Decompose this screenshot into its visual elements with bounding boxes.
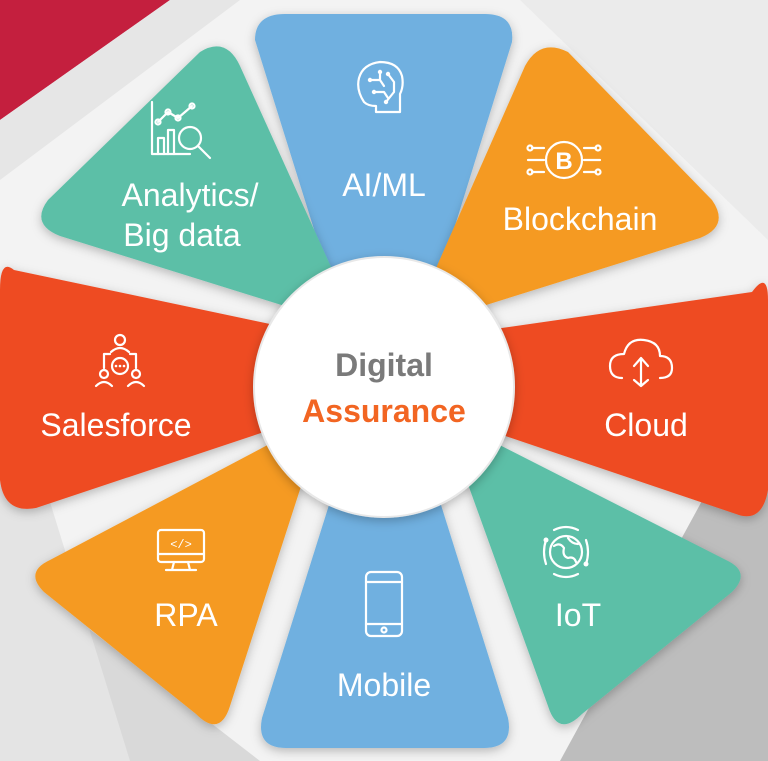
aiml-label: AI/ML xyxy=(342,167,426,203)
analytics-label-line2: Big data xyxy=(123,217,241,253)
globe-network-icon xyxy=(542,525,590,579)
iot-label: IoT xyxy=(555,597,601,633)
segment-cloud[interactable]: Cloud xyxy=(460,282,768,517)
blockchain-label: Blockchain xyxy=(503,201,658,237)
center-hub: Digital Assurance xyxy=(253,256,515,518)
center-title-line2: Assurance xyxy=(302,393,466,429)
rpa-label: RPA xyxy=(154,597,218,633)
chart-magnifier-icon xyxy=(150,100,212,160)
brain-circuit-head-icon xyxy=(357,60,404,114)
segments: AI/ML B Blockchain Cloud xyxy=(0,14,768,748)
segment-salesforce[interactable]: Salesforce xyxy=(0,266,308,509)
analytics-label-line1: Analytics/ xyxy=(122,177,259,213)
cloud-petal-shape xyxy=(460,282,768,517)
svg-text:B: B xyxy=(555,148,572,175)
segment-mobile[interactable]: Mobile xyxy=(261,470,509,748)
salesforce-petal-shape xyxy=(0,266,308,509)
aiml-petal-shape xyxy=(255,14,513,300)
salesforce-label: Salesforce xyxy=(40,407,191,443)
bitcoin-chip-icon: B xyxy=(526,140,602,180)
svg-text:</>: </> xyxy=(170,538,192,552)
segment-rpa[interactable]: </> RPA xyxy=(35,430,316,725)
rpa-petal-shape xyxy=(35,430,316,725)
segment-analytics[interactable]: Analytics/ Big data xyxy=(41,46,346,322)
team-chat-icon xyxy=(94,333,146,388)
mobile-petal-shape xyxy=(261,470,509,748)
monitor-code-icon: </> xyxy=(156,528,206,572)
iot-petal-shape xyxy=(452,430,741,725)
cloud-label: Cloud xyxy=(604,407,688,443)
smartphone-icon xyxy=(364,570,404,638)
center-title-line1: Digital xyxy=(335,347,433,383)
center-circle xyxy=(253,256,515,518)
segment-blockchain[interactable]: B Blockchain xyxy=(422,47,719,322)
segment-aiml[interactable]: AI/ML xyxy=(255,14,513,300)
analytics-petal-shape xyxy=(41,46,346,322)
mobile-label: Mobile xyxy=(337,667,431,703)
blockchain-petal-shape xyxy=(422,47,719,322)
cloud-upload-icon xyxy=(608,338,674,388)
segment-iot[interactable]: IoT xyxy=(452,430,741,725)
